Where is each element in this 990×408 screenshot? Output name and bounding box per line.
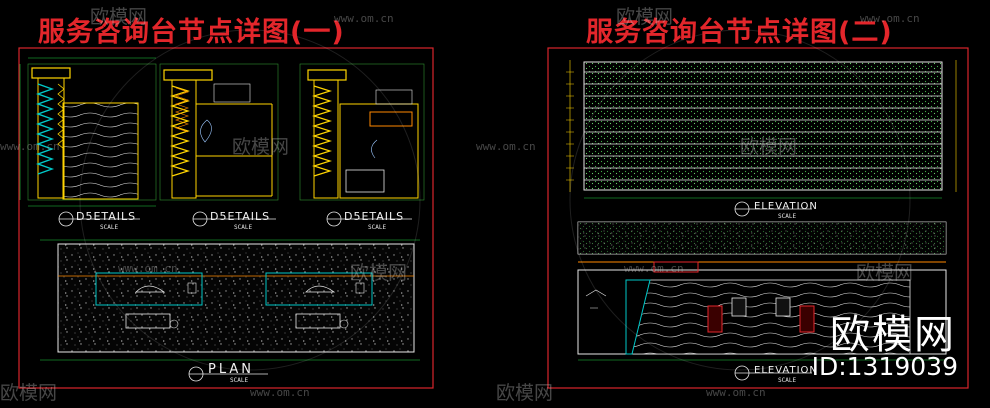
elevation-label-2: ELEVATION — [754, 365, 818, 376]
watermark-text: 欧模网 — [616, 6, 674, 28]
elevation-label-1: ELEVATION — [754, 201, 818, 212]
watermark-url: www.om.cn — [118, 262, 178, 275]
scale-1: SCALE — [100, 224, 119, 231]
details-label-1: D5ETAILS — [76, 210, 137, 223]
brand-id: ID:1319039 — [811, 352, 958, 381]
watermark-text: 欧模网 — [350, 262, 408, 284]
watermark-text: 欧模网 — [0, 382, 58, 404]
scale-3: SCALE — [368, 224, 387, 231]
plan-label: PLAN — [208, 362, 254, 377]
detail-tags — [58, 211, 412, 227]
section-detail-2 — [159, 63, 279, 201]
watermark-url: www.om.cn — [334, 12, 394, 25]
watermark-text: 欧模网 — [232, 136, 290, 158]
watermark-url: www.om.cn — [476, 140, 536, 153]
details-label-2: D5ETAILS — [210, 210, 271, 223]
plan-view — [40, 239, 420, 382]
watermark-text: 欧模网 — [856, 262, 914, 284]
scale-2: SCALE — [234, 224, 253, 231]
details-label-3: D5ETAILS — [344, 210, 405, 223]
scale-elev-1: SCALE — [778, 213, 797, 220]
watermark-text: 欧模网 — [740, 136, 798, 158]
elevation-bottom — [577, 221, 947, 381]
watermark-text: 欧模网 — [90, 6, 148, 28]
watermark-url: www.om.cn — [706, 386, 766, 399]
brand-logo-text: 欧模网 — [830, 312, 956, 358]
watermark-url: www.om.cn — [0, 140, 60, 153]
right-sheet-frame — [547, 47, 969, 389]
elevation-top — [566, 60, 957, 217]
left-sheet-title: 服务咨询台节点详图(一) — [38, 17, 345, 48]
section-detail-3 — [299, 63, 425, 201]
right-sheet-title: 服务咨询台节点详图(二) — [586, 17, 893, 48]
watermark-url: www.om.cn — [624, 262, 684, 275]
watermark-url: www.om.cn — [250, 386, 310, 399]
watermark-url: www.om.cn — [860, 12, 920, 25]
scale-plan: SCALE — [230, 377, 249, 384]
watermark-arcs — [79, 29, 911, 371]
scale-elev-2: SCALE — [778, 377, 797, 384]
section-detail-1 — [19, 57, 157, 207]
left-sheet-frame — [18, 47, 434, 389]
watermark-text: 欧模网 — [496, 382, 554, 404]
